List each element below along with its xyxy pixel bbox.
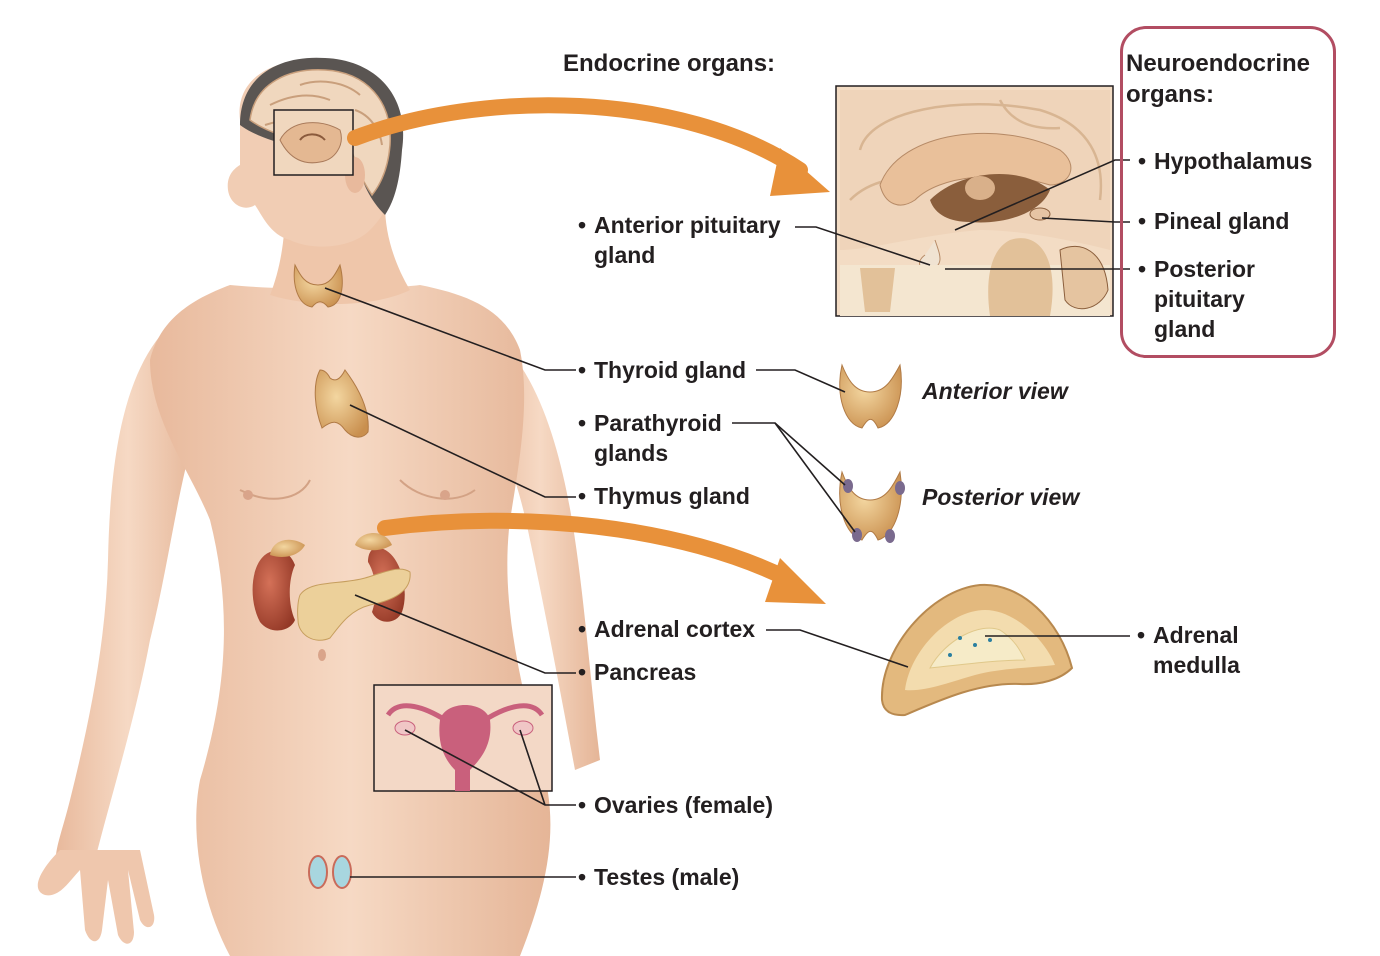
label-posterior-pituitary-line2: pituitary (1154, 286, 1245, 312)
bullet: • (1137, 622, 1146, 648)
bullet: • (578, 659, 587, 685)
label-parathyroid-line2: glands (594, 440, 669, 466)
bullet: • (578, 792, 587, 818)
label-anterior-pituitary-line2: gland (594, 242, 656, 268)
bullet: • (578, 616, 587, 642)
neuroendocrine-heading: Neuroendocrine organs: (1126, 48, 1310, 110)
label-pancreas-text: Pancreas (594, 659, 697, 685)
label-pineal: • Pineal gland (1138, 206, 1289, 236)
leader-lines (324, 159, 1130, 878)
label-posterior-pituitary-line3: gland (1154, 316, 1216, 342)
brain-section-image (835, 85, 1114, 317)
bullet: • (578, 483, 587, 509)
label-adrenal-cortex: • Adrenal cortex (578, 614, 755, 644)
label-thyroid-text: Thyroid gland (594, 357, 747, 383)
bullet: • (1138, 148, 1147, 174)
label-pineal-text: Pineal gland (1154, 208, 1290, 234)
label-anterior-pituitary-line1: Anterior pituitary (594, 212, 781, 238)
label-ovaries: • Ovaries (female) (578, 790, 773, 820)
label-testes-text: Testes (male) (594, 864, 740, 890)
brain-arrow (347, 97, 808, 178)
bullet: • (578, 410, 587, 436)
label-hypothalamus: • Hypothalamus (1138, 146, 1312, 176)
label-parathyroid-line1: Parathyroid (594, 410, 722, 436)
label-posterior-pituitary: • Posterior pituitary gland (1138, 254, 1255, 344)
neuroendocrine-heading-line1: Neuroendocrine (1126, 50, 1311, 77)
label-ovaries-text: Ovaries (female) (594, 792, 773, 818)
bullet: • (578, 212, 587, 238)
bullet: • (1138, 208, 1147, 234)
label-pancreas: • Pancreas (578, 657, 696, 687)
label-adrenal-medulla-line2: medulla (1153, 652, 1240, 678)
bullet: • (578, 864, 587, 890)
neuroendocrine-box (1120, 26, 1336, 358)
neuroendocrine-heading-line2: organs: (1126, 81, 1215, 108)
posterior-view-caption: Posterior view (922, 484, 1080, 510)
label-anterior-pituitary: • Anterior pituitary gland (578, 210, 781, 270)
thyroid-posterior-image (839, 470, 905, 543)
label-adrenal-cortex-text: Adrenal cortex (594, 616, 756, 642)
human-body (37, 57, 600, 956)
label-hypothalamus-text: Hypothalamus (1154, 148, 1313, 174)
adrenal-section-image (880, 583, 1074, 717)
adrenal-arrow (377, 512, 798, 588)
label-testes: • Testes (male) (578, 862, 739, 892)
label-thymus-text: Thymus gland (594, 483, 750, 509)
endocrine-heading: Endocrine organs: (563, 50, 776, 77)
anterior-view-caption: Anterior view (922, 378, 1068, 404)
label-adrenal-medulla-line1: Adrenal (1153, 622, 1239, 648)
label-thyroid: • Thyroid gland (578, 355, 746, 385)
bullet: • (1138, 256, 1147, 282)
label-posterior-pituitary-line1: Posterior (1154, 256, 1255, 282)
label-thymus: • Thymus gland (578, 481, 750, 511)
thyroid-anterior-image (839, 363, 902, 429)
label-adrenal-medulla: • Adrenal medulla (1137, 620, 1240, 680)
label-parathyroid: • Parathyroid glands (578, 408, 722, 468)
bullet: • (578, 357, 587, 383)
